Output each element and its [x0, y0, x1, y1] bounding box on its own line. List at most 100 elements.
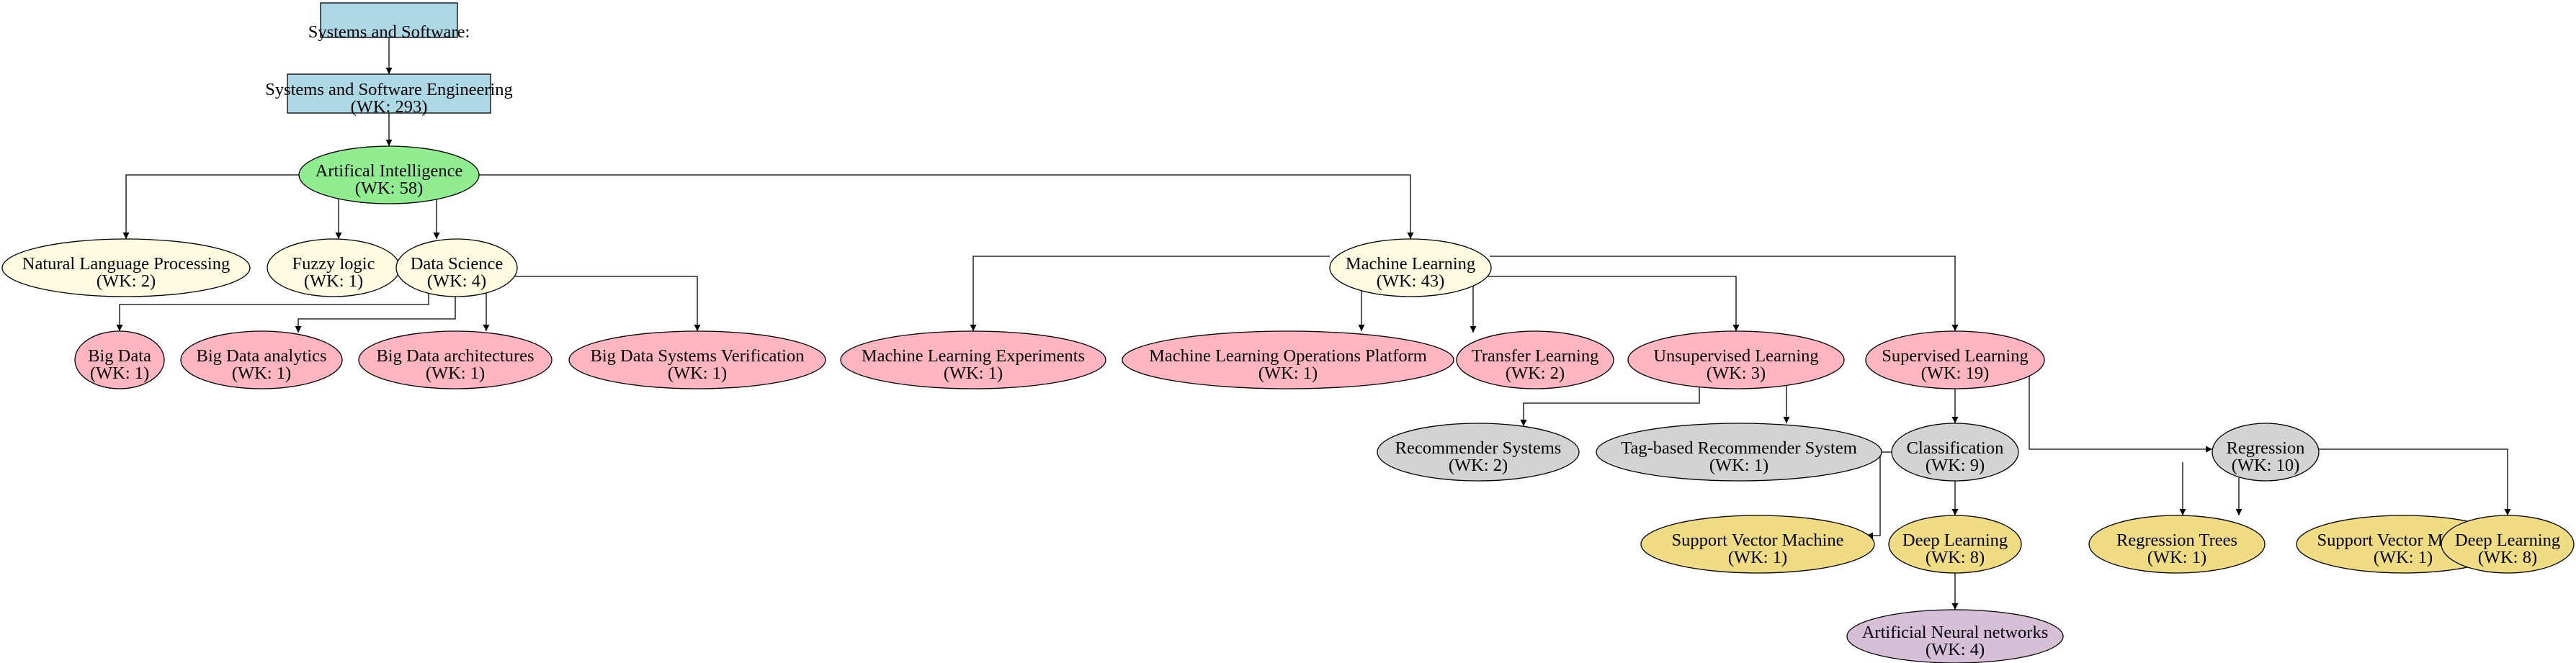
node-ml-experiments-count: (WK: 1): [944, 364, 1003, 383]
node-reg-trees-count: (WK: 1): [2147, 548, 2206, 567]
node-sse-count: (WK: 293): [351, 97, 428, 117]
node-ml-title: Machine Learning: [1346, 254, 1475, 274]
node-tag-recommender-title: Tag-based Recommender System: [1621, 438, 1857, 458]
node-ml: Machine Learning(WK: 43): [1329, 238, 1492, 297]
edge-data-science-to-big-data-analytics: [295, 297, 456, 333]
node-tag-recommender-shape: [1596, 423, 1882, 482]
node-tag-recommender: Tag-based Recommender System(WK: 1): [1596, 423, 1882, 482]
node-svm-reg-count: (WK: 1): [2374, 548, 2433, 567]
node-dl-class-title: Deep Learning: [1902, 531, 2008, 550]
node-supervised: Supervised Learning(WK: 19): [1865, 330, 2045, 389]
node-nlp-title: Natural Language Processing: [22, 254, 230, 274]
node-big-data-analytics-count: (WK: 1): [232, 364, 291, 383]
node-ai-title: Artifical Intelligence: [316, 161, 463, 181]
node-reg-trees: Regression Trees(WK: 1): [2088, 515, 2266, 574]
edge-data-science-to-big-data-verif: [514, 276, 701, 331]
node-regression-shape: [2211, 423, 2320, 482]
node-ann-shape: [1846, 609, 2064, 663]
node-sse: Systems and Software Engineering(WK: 293…: [265, 73, 513, 117]
node-fuzzy-title: Fuzzy logic: [292, 254, 375, 274]
node-big-data-arch-count: (WK: 1): [426, 364, 485, 383]
node-svm-class-count: (WK: 1): [1728, 548, 1787, 567]
node-regression-count: (WK: 10): [2232, 456, 2300, 475]
node-tag-recommender-count: (WK: 1): [1709, 456, 1768, 475]
node-big-data-analytics: Big Data analytics(WK: 1): [180, 330, 343, 389]
node-ann-title: Artificial Neural networks: [1862, 623, 2049, 642]
node-regression-title: Regression: [2227, 438, 2305, 458]
node-ai: Artifical Intelligence(WK: 58): [298, 145, 480, 204]
node-recommender: Recommender Systems(WK: 2): [1377, 423, 1580, 482]
node-data-science-title: Data Science: [411, 254, 504, 274]
node-ml-ops-title: Machine Learning Operations Platform: [1149, 346, 1427, 366]
node-unsupervised: Unsupervised Learning(WK: 3): [1627, 330, 1845, 389]
node-big-data-arch-title: Big Data architectures: [376, 346, 534, 366]
node-nlp-count: (WK: 2): [97, 271, 156, 291]
edge-supervised-to-regression: [2029, 376, 2212, 453]
node-data-science-count: (WK: 4): [427, 271, 486, 291]
node-recommender-count: (WK: 2): [1449, 456, 1508, 475]
node-dl-class: Deep Learning(WK: 8): [1888, 515, 2022, 574]
node-data-science-shape: [395, 238, 518, 297]
edge-ml-to-ml-experiments: [970, 256, 1330, 331]
node-ml-experiments-shape: [840, 330, 1106, 389]
node-reg-trees-shape: [2088, 515, 2266, 574]
node-transfer-shape: [1456, 330, 1614, 389]
node-big-data-shape: [74, 330, 165, 389]
node-unsupervised-count: (WK: 3): [1707, 364, 1766, 383]
edge-ml-to-supervised: [1490, 256, 1959, 331]
node-systems-software-title: Systems and Software:: [308, 22, 470, 42]
node-systems-software: Systems and Software:: [308, 2, 470, 42]
node-reg-trees-title: Regression Trees: [2116, 531, 2237, 550]
node-sse-shape: [287, 73, 491, 114]
node-dl-reg: Deep Learning(WK: 8): [2441, 515, 2575, 574]
node-ml-ops: Machine Learning Operations Platform(WK:…: [1122, 330, 1454, 389]
node-ml-experiments-title: Machine Learning Experiments: [862, 346, 1085, 366]
node-big-data-analytics-title: Big Data analytics: [197, 346, 327, 366]
node-supervised-title: Supervised Learning: [1882, 346, 2028, 366]
node-fuzzy-count: (WK: 1): [304, 271, 363, 291]
node-ann: Artificial Neural networks(WK: 4): [1846, 609, 2064, 663]
node-supervised-count: (WK: 19): [1921, 364, 1990, 383]
node-nlp-shape: [1, 238, 251, 297]
edge-unsupervised-to-recommender: [1520, 387, 1700, 426]
node-dl-reg-shape: [2441, 515, 2575, 574]
node-sse-title: Systems and Software Engineering: [265, 80, 513, 99]
node-ml-count: (WK: 43): [1377, 271, 1445, 291]
edge-ai-to-nlp: [122, 174, 313, 239]
node-systems-software-shape: [320, 2, 458, 38]
node-ml-ops-shape: [1122, 330, 1454, 389]
node-big-data-arch: Big Data architectures(WK: 1): [358, 330, 553, 389]
node-big-data-analytics-shape: [180, 330, 343, 389]
node-svm-class-title: Support Vector Machine: [1671, 531, 1843, 550]
edge-ai-to-ml: [479, 174, 1414, 239]
node-svm-class: Support Vector Machine(WK: 1): [1640, 515, 1875, 574]
node-svm-class-shape: [1640, 515, 1875, 574]
node-ml-experiments: Machine Learning Experiments(WK: 1): [840, 330, 1106, 389]
node-data-science: Data Science(WK: 4): [395, 238, 518, 297]
node-classification-count: (WK: 9): [1926, 456, 1985, 475]
node-big-data-count: (WK: 1): [90, 364, 149, 383]
node-regression: Regression(WK: 10): [2211, 423, 2320, 482]
node-ann-count: (WK: 4): [1926, 640, 1985, 659]
edges-layer: [116, 37, 2511, 610]
node-dl-reg-count: (WK: 8): [2478, 548, 2537, 567]
edge-ml-to-unsupervised: [1487, 276, 1740, 331]
node-ml-shape: [1329, 238, 1492, 297]
node-transfer-title: Transfer Learning: [1472, 346, 1599, 366]
node-classification: Classification(WK: 9): [1891, 423, 2019, 482]
node-fuzzy: Fuzzy logic(WK: 1): [267, 238, 401, 297]
node-unsupervised-title: Unsupervised Learning: [1653, 346, 1818, 366]
node-big-data-title: Big Data: [88, 346, 151, 366]
node-nlp: Natural Language Processing(WK: 2): [1, 238, 251, 297]
node-big-data-arch-shape: [358, 330, 553, 389]
node-big-data-verif-count: (WK: 1): [668, 364, 727, 383]
node-dl-class-count: (WK: 8): [1926, 548, 1985, 567]
node-recommender-shape: [1377, 423, 1580, 482]
edge-data-science-to-big-data: [116, 289, 429, 331]
edge-regression-to-dl-reg: [2319, 448, 2511, 515]
node-dl-reg-title: Deep Learning: [2455, 531, 2560, 550]
node-ai-shape: [298, 145, 480, 204]
node-big-data-verif: Big Data Systems Verification(WK: 1): [568, 330, 826, 389]
